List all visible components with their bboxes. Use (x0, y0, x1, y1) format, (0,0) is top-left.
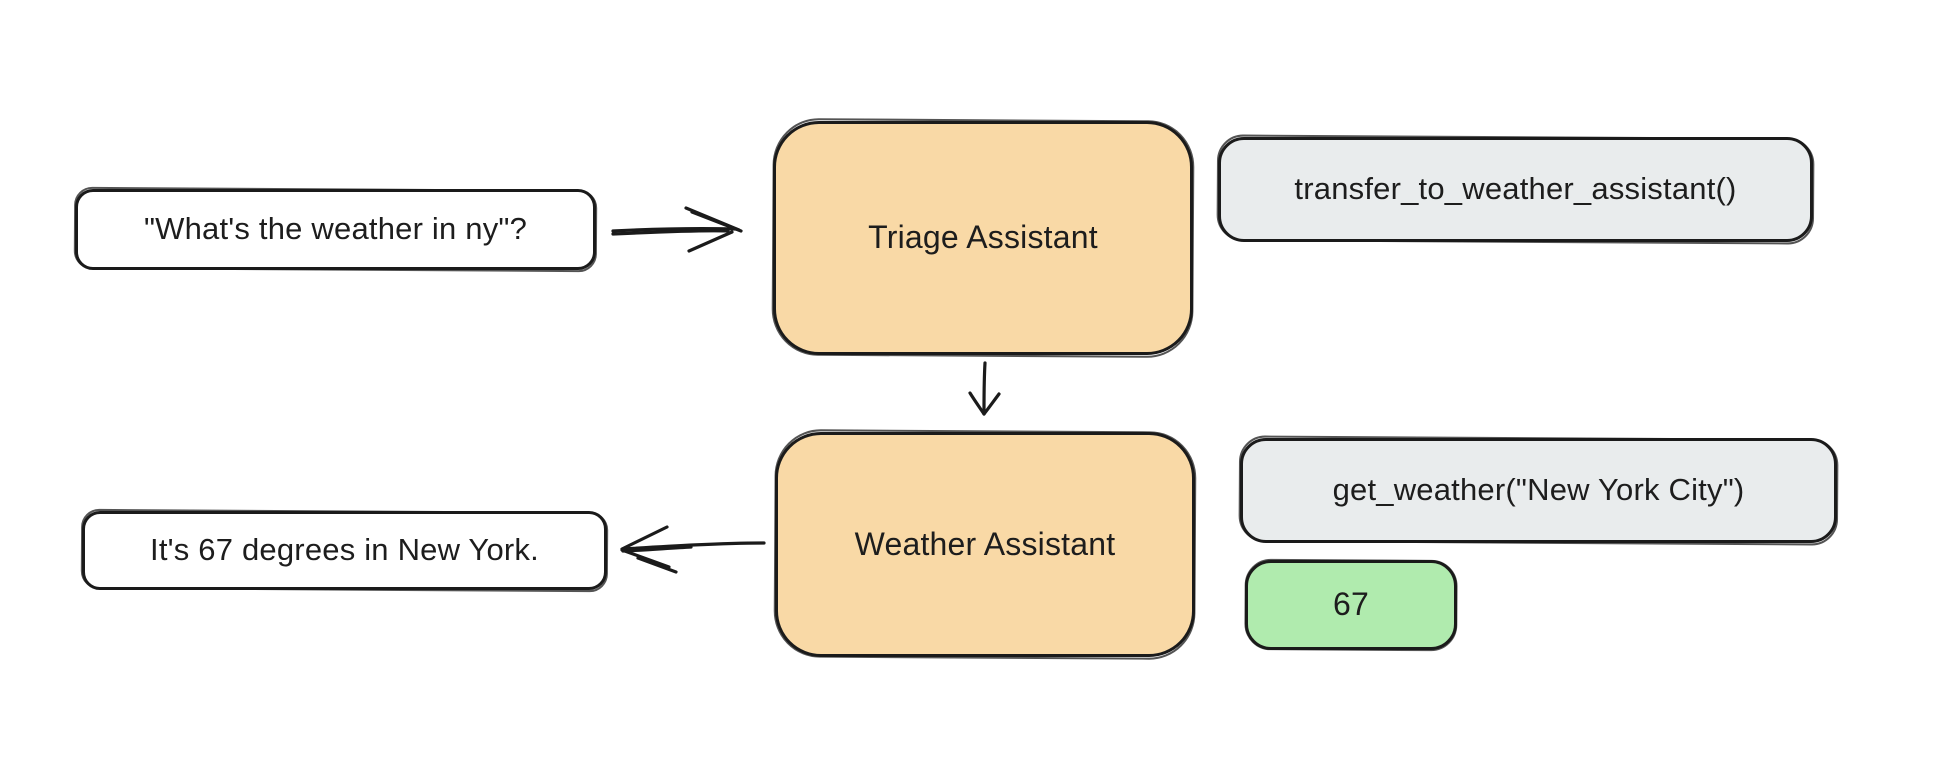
weather-agent-label: Weather Assistant (854, 525, 1116, 562)
get-weather-tool-call-label: get_weather("New York City") (1332, 472, 1745, 508)
arrow-query-to-triage (611, 206, 743, 253)
transfer-tool-call-label: transfer_to_weather_assistant() (1294, 171, 1737, 207)
final-response-node: It's 67 degrees in New York. (82, 511, 607, 590)
user-query-label: "What's the weather in ny"? (143, 211, 528, 247)
user-query-node: "What's the weather in ny"? (75, 189, 596, 270)
triage-agent-node: Triage Assistant (773, 121, 1193, 355)
arrow-weather-to-response (620, 525, 766, 574)
weather-agent-node: Weather Assistant (775, 432, 1195, 657)
transfer-tool-call-node: transfer_to_weather_assistant() (1218, 137, 1813, 242)
triage-agent-label: Triage Assistant (868, 219, 1098, 256)
get-weather-tool-call-node: get_weather("New York City") (1240, 438, 1837, 543)
final-response-label: It's 67 degrees in New York. (150, 532, 539, 568)
arrow-triage-to-weather (968, 361, 1001, 416)
tool-result-node: 67 (1245, 560, 1457, 650)
tool-result-label: 67 (1333, 586, 1369, 623)
